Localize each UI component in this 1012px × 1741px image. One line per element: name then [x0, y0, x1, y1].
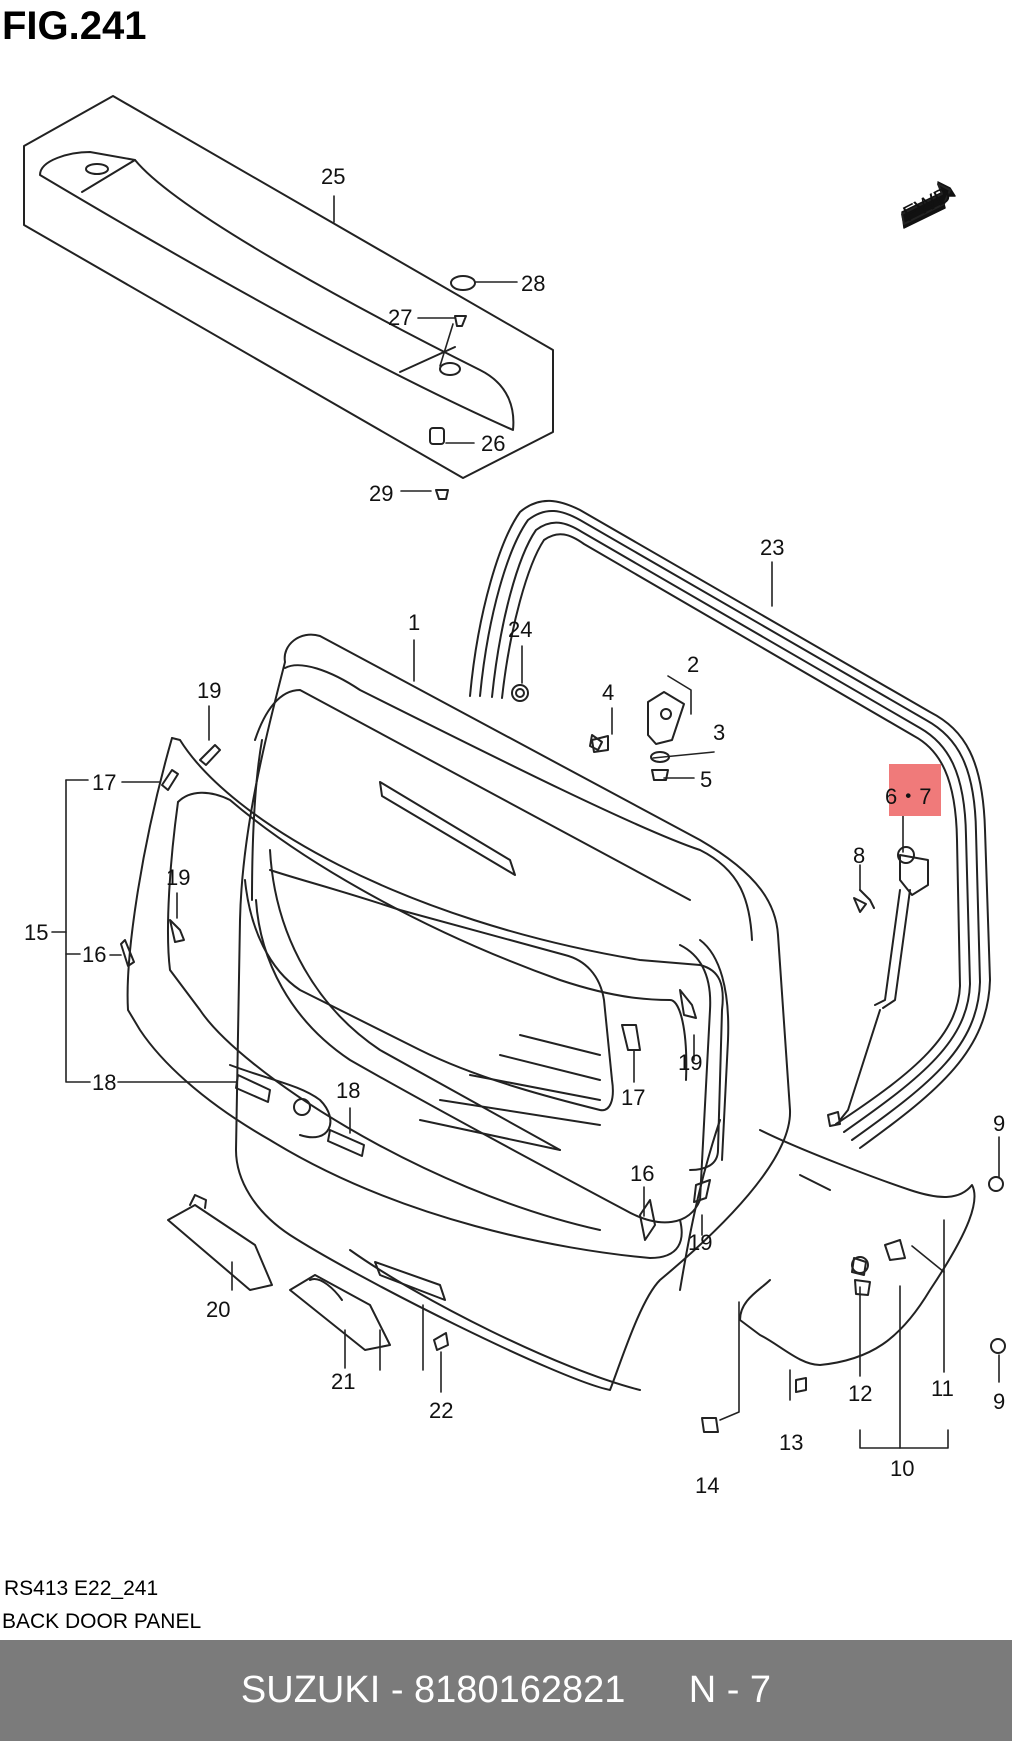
handle-part	[167, 1194, 449, 1351]
callout-9-top: 9	[993, 1111, 1005, 1136]
back-door-panel-part	[235, 633, 792, 1391]
gas-strut-part	[827, 846, 929, 1127]
garnish-part	[739, 1129, 976, 1366]
callout-19-top: 19	[197, 678, 221, 703]
diagram-name: BACK DOOR PANEL	[2, 1610, 202, 1633]
callout-11: 11	[931, 1376, 954, 1401]
callout-27: 27	[388, 305, 412, 330]
callout-18-left: 18	[92, 1070, 116, 1095]
callout-8: 8	[853, 843, 865, 868]
parts-diagram: FWD 1 2 3 4 5 6・7 8 9 9 10 11 12 13 14 1…	[23, 95, 1006, 1498]
callout-19-right: 19	[678, 1050, 702, 1075]
callout-19-bottom: 19	[688, 1230, 712, 1255]
spoiler-part	[23, 95, 554, 500]
callout-16-right: 16	[630, 1161, 654, 1186]
highlight-box	[889, 764, 941, 816]
callout-21: 21	[331, 1369, 355, 1394]
hinge-part	[591, 691, 685, 781]
clip-parts	[120, 744, 711, 1241]
diagram-code: RS413 E22_241	[4, 1577, 159, 1600]
callout-29: 29	[369, 481, 393, 506]
callout-labels: 1 2 3 4 5 6・7 8 9 9 10 11 12 13 14 15 16…	[24, 164, 1005, 1498]
callout-17-left: 17	[92, 770, 116, 795]
callout-18-right: 18	[336, 1078, 360, 1103]
callout-14: 14	[695, 1473, 719, 1498]
callout-4: 4	[602, 680, 614, 705]
leader-lines	[51, 195, 1000, 1449]
footer-bar: SUZUKI - 8180162821 N - 7	[0, 1640, 1012, 1741]
callout-22: 22	[429, 1398, 453, 1423]
callout-16-left: 16	[82, 942, 106, 967]
callout-17-right: 17	[621, 1085, 645, 1110]
callout-28: 28	[521, 271, 545, 296]
callout-9-bottom: 9	[993, 1389, 1005, 1414]
figure-title: FIG.241	[2, 4, 147, 48]
fwd-arrow-icon: FWD	[899, 181, 956, 229]
callout-20: 20	[206, 1297, 230, 1322]
callout-12: 12	[848, 1381, 872, 1406]
callout-10: 10	[890, 1456, 914, 1481]
callout-23: 23	[760, 535, 784, 560]
footer-text: SUZUKI - 8180162821 N - 7	[240, 1669, 772, 1711]
callout-25: 25	[321, 164, 345, 189]
callout-6-7: 6・7	[885, 784, 931, 809]
callout-19-mid: 19	[166, 865, 190, 890]
callout-15: 15	[24, 920, 48, 945]
callout-5: 5	[700, 767, 712, 792]
fwd-label: FWD	[899, 181, 955, 226]
hardware-parts	[511, 684, 1006, 1433]
callout-2: 2	[687, 652, 699, 677]
callout-1: 1	[408, 610, 420, 635]
weatherstrip-part	[469, 499, 991, 1149]
callout-26: 26	[481, 431, 505, 456]
glass-panel-part	[126, 737, 724, 1259]
callout-3: 3	[713, 720, 725, 745]
callout-24: 24	[508, 617, 532, 642]
callout-13: 13	[779, 1430, 803, 1455]
